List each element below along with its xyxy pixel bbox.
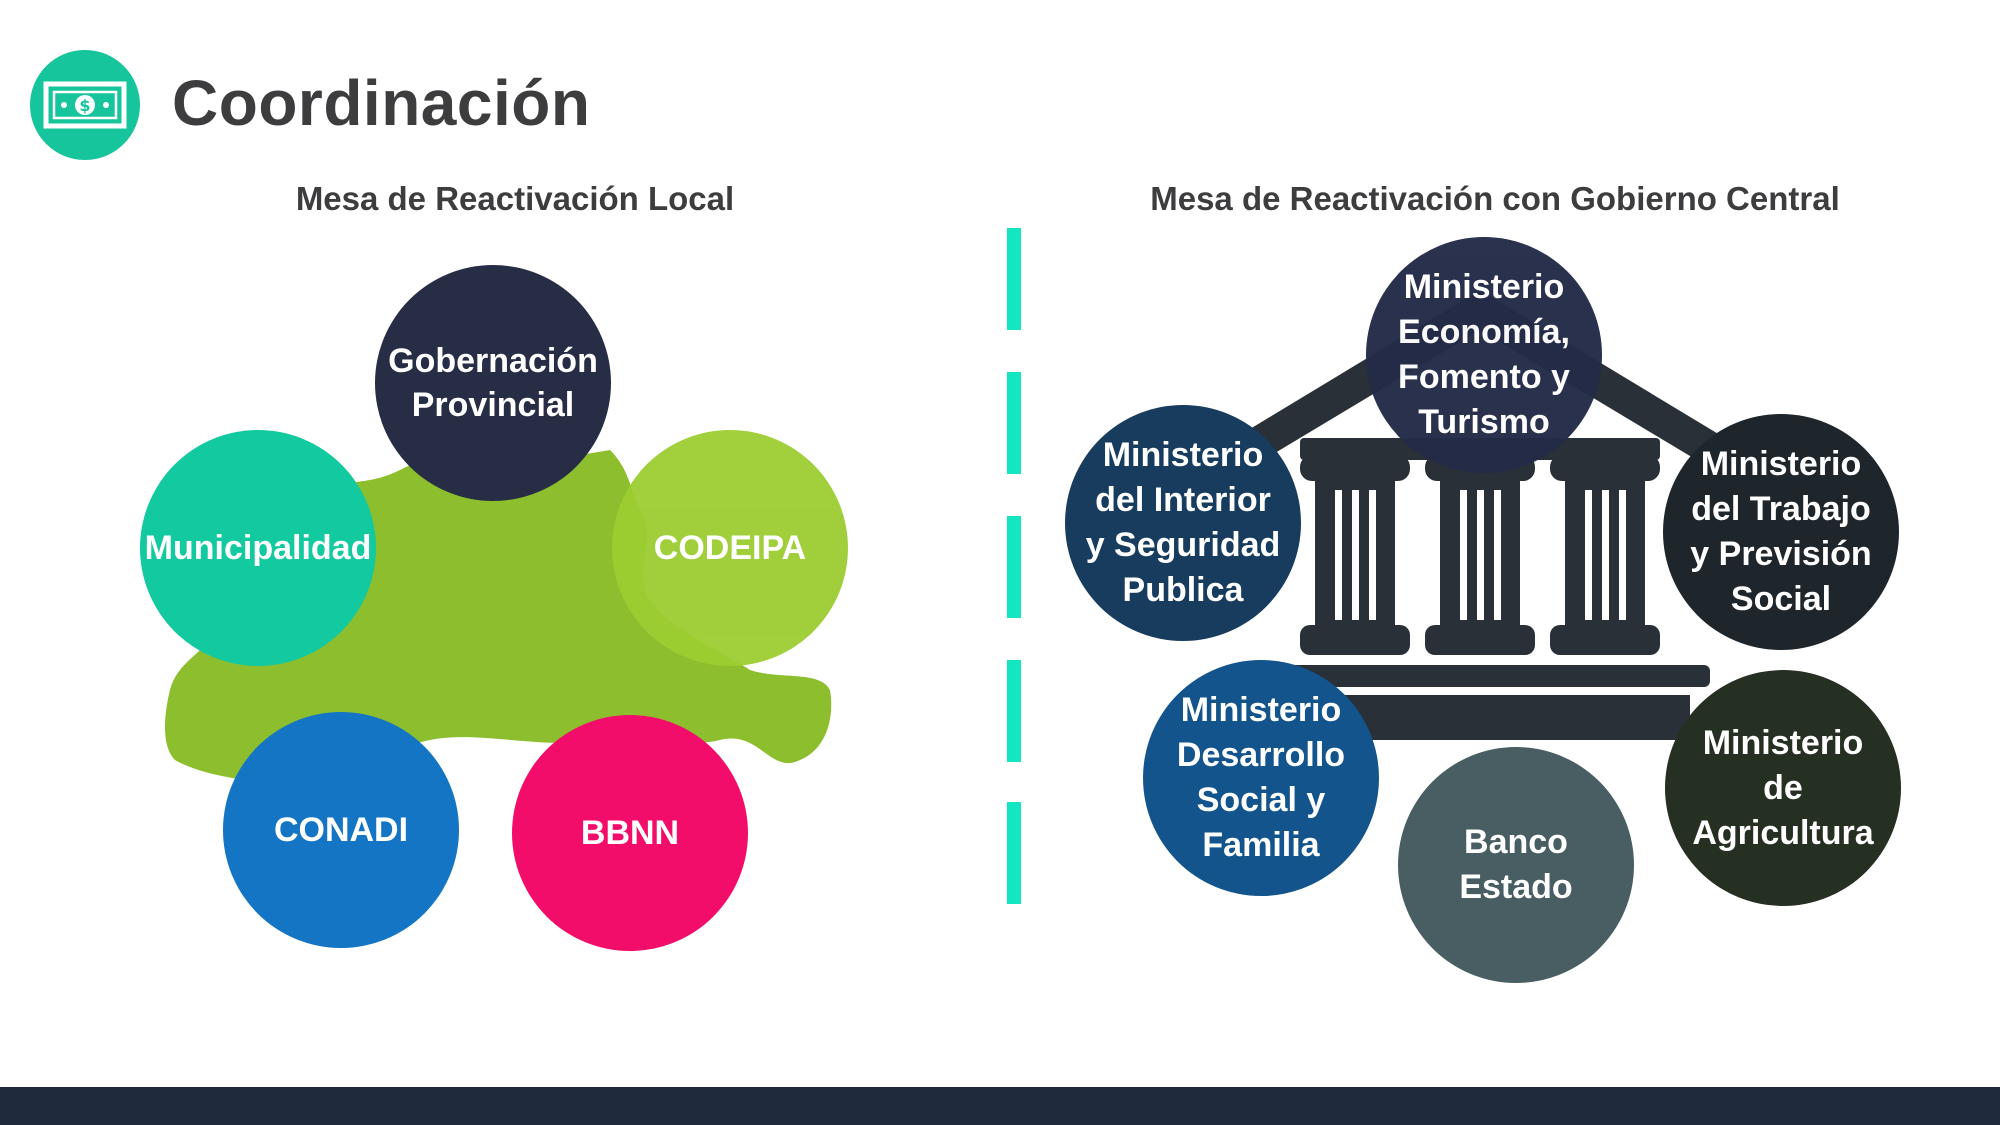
- ministerio-interior-label: Ministerio del Interior y Seguridad Publ…: [1085, 436, 1281, 609]
- central-section-title: Mesa de Reactivación con Gobierno Centra…: [1150, 180, 1840, 217]
- bbnn-label: BBNN: [580, 814, 680, 852]
- footer-bar: [0, 1087, 2000, 1125]
- ministerio-agricultura-label: Ministerio de Agricultura: [1692, 723, 1874, 852]
- divider-dash: [1007, 372, 1021, 474]
- municipalidad-circle: Municipalidad: [140, 430, 376, 666]
- bbnn-circle: BBNN: [512, 715, 748, 951]
- ministerio-interior-circle: Ministerio del Interior y Seguridad Publ…: [1065, 405, 1301, 641]
- divider-dash: [1007, 802, 1021, 904]
- ministerio-trabajo-label: Ministerio del Trabajo y Previsión Socia…: [1690, 445, 1872, 618]
- money-bill-icon: $: [30, 50, 140, 160]
- ministerio-desarrollo-social-label: Ministerio Desarrollo Social y Familia: [1176, 691, 1346, 864]
- ministerio-economia-label: Ministerio Economía, Fomento y Turismo: [1398, 268, 1570, 441]
- ministerio-desarrollo-social-circle: Ministerio Desarrollo Social y Familia: [1143, 660, 1379, 896]
- ministerio-agricultura-circle: Ministerio de Agricultura: [1665, 670, 1901, 906]
- banco-estado-circle: Banco Estado: [1398, 747, 1634, 983]
- banco-estado-label: Banco Estado: [1459, 823, 1573, 906]
- ministerio-economia-circle: Ministerio Economía, Fomento y Turismo: [1366, 237, 1602, 473]
- page-title: Coordinación: [172, 67, 591, 139]
- government-building-icon: [1240, 290, 1720, 740]
- gobernacion-provincial-label: Gobernación Provincial: [388, 342, 598, 424]
- conadi-circle: CONADI: [223, 712, 459, 948]
- conadi-label: CONADI: [273, 811, 409, 849]
- divider-dash: [1007, 228, 1021, 330]
- divider-dash: [1007, 516, 1021, 618]
- svg-text:$: $: [79, 96, 90, 115]
- codeipa-circle: CODEIPA: [612, 430, 848, 666]
- gobernacion-provincial-circle: Gobernación Provincial: [375, 265, 611, 501]
- divider-dash: [1007, 660, 1021, 762]
- ministerio-trabajo-circle: Ministerio del Trabajo y Previsión Socia…: [1663, 414, 1899, 650]
- municipalidad-label: Municipalidad: [144, 529, 372, 567]
- local-section-title: Mesa de Reactivación Local: [295, 180, 735, 217]
- codeipa-label: CODEIPA: [653, 529, 807, 567]
